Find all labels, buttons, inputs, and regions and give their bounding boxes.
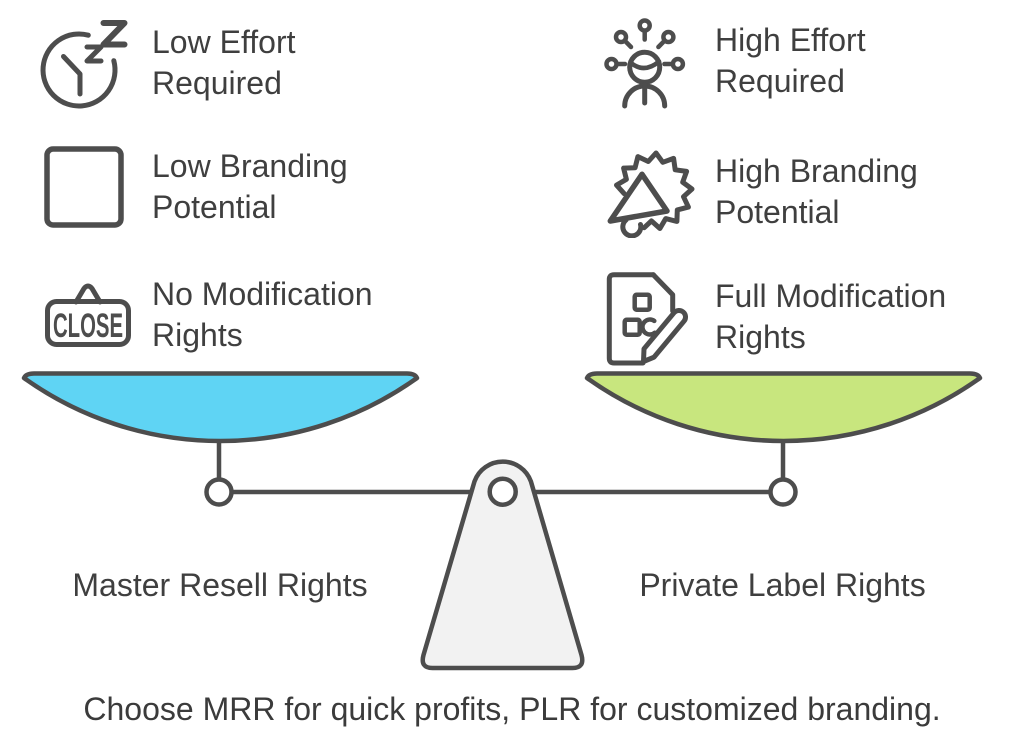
right-beam-joint — [768, 477, 798, 507]
feature-no-modification: CLOSE No Modification Rights — [38, 274, 373, 356]
feature-label: Low Branding Potential — [152, 148, 348, 225]
close-sign-icon: CLOSE — [38, 282, 152, 348]
caption: Choose MRR for quick profits, PLR for cu… — [83, 691, 941, 727]
feature-label: No Modification Rights — [152, 276, 373, 353]
megaphone-burst-icon — [603, 146, 715, 238]
right-pan-label: Private Label Rights — [639, 567, 926, 603]
document-edit-icon-svg — [606, 272, 689, 366]
balance-scale-graphic — [21, 371, 983, 671]
feature-low-effort: Low Effort Required — [38, 10, 295, 116]
fulcrum-pivot-hole — [487, 476, 518, 507]
feature-full-modification: Full Modification Rights — [603, 266, 946, 368]
document-edit-icon — [603, 266, 715, 368]
left-beam-joint — [204, 477, 234, 507]
feature-label: High Branding Potential — [715, 153, 918, 230]
brainstorm-person-icon-svg — [604, 18, 686, 109]
fulcrum — [420, 459, 585, 671]
blank-square-icon-svg — [44, 146, 124, 228]
megaphone-burst-icon-svg — [607, 150, 695, 238]
close-sign-text: CLOSE — [53, 307, 123, 345]
brainstorm-person-icon — [603, 12, 715, 110]
right-scale-pan — [584, 371, 983, 444]
left-scale-pan — [21, 371, 420, 444]
left-pan-label: Master Resell Rights — [72, 567, 368, 603]
feature-high-effort: High Effort Required — [603, 12, 866, 110]
feature-label: Low Effort Required — [152, 24, 296, 101]
sleep-clock-icon — [38, 10, 152, 116]
sleep-clock-icon-svg — [40, 20, 128, 109]
feature-low-branding: Low Branding Potential — [38, 146, 348, 228]
feature-label: Full Modification Rights — [715, 278, 947, 355]
close-sign-icon-svg: CLOSE — [45, 283, 131, 347]
feature-label: High Effort Required — [715, 22, 866, 99]
feature-high-branding: High Branding Potential — [603, 146, 918, 238]
blank-square-icon — [38, 146, 152, 228]
